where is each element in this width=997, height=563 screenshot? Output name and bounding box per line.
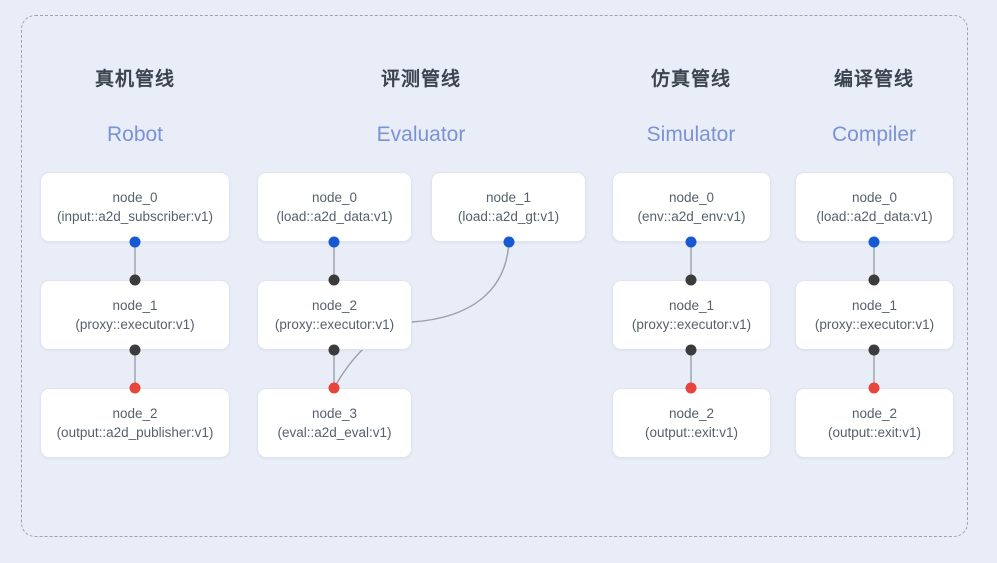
column-title-cn-compiler: 编译管线 bbox=[833, 69, 914, 90]
port-dot-comp-2-in[interactable] bbox=[868, 382, 880, 394]
node-type-label: (load::a2d_gt:v1) bbox=[457, 209, 560, 224]
node-type-label: (eval::a2d_eval:v1) bbox=[277, 425, 392, 440]
node-type-label: (proxy::executor:v1) bbox=[75, 317, 195, 332]
node-type-label: (proxy::executor:v1) bbox=[274, 317, 395, 332]
node-box-evaluator-node_2[interactable]: node_2(proxy::executor:v1) bbox=[257, 280, 412, 350]
port-dot-eval-0-out[interactable] bbox=[328, 236, 340, 248]
node-box-evaluator-node_0[interactable]: node_0(load::a2d_data:v1) bbox=[257, 172, 412, 242]
node-type-label: (load::a2d_data:v1) bbox=[276, 209, 393, 224]
node-name-label: node_2 bbox=[668, 406, 715, 421]
node-name-label: node_1 bbox=[112, 298, 158, 313]
port-dot-sim-1-out[interactable] bbox=[685, 344, 697, 356]
node-box-compiler-node_2[interactable]: node_2(output::exit:v1) bbox=[795, 388, 954, 458]
node-type-label: (proxy::executor:v1) bbox=[631, 317, 752, 332]
node-box-compiler-node_0[interactable]: node_0(load::a2d_data:v1) bbox=[795, 172, 954, 242]
column-title-cn-robot: 真机管线 bbox=[94, 69, 175, 90]
node-box-robot-node_2[interactable]: node_2(output::a2d_publisher:v1) bbox=[40, 388, 230, 458]
port-dot-sim-0-out[interactable] bbox=[685, 236, 697, 248]
node-box-robot-node_0[interactable]: node_0(input::a2d_subscriber:v1) bbox=[40, 172, 230, 242]
port-dot-robot-1-out[interactable] bbox=[129, 344, 141, 356]
node-name-label: node_1 bbox=[668, 298, 715, 313]
node-box-simulator-node_0[interactable]: node_0(env::a2d_env:v1) bbox=[612, 172, 771, 242]
node-name-label: node_0 bbox=[851, 190, 898, 205]
port-dot-sim-1-in[interactable] bbox=[685, 274, 697, 286]
column-title-en-evaluator: Evaluator bbox=[376, 123, 466, 146]
node-name-label: node_0 bbox=[112, 190, 158, 205]
node-type-label: (input::a2d_subscriber:v1) bbox=[56, 209, 214, 224]
node-box-robot-node_1[interactable]: node_1(proxy::executor:v1) bbox=[40, 280, 230, 350]
node-name-label: node_2 bbox=[311, 298, 358, 313]
node-type-label: (proxy::executor:v1) bbox=[814, 317, 935, 332]
port-dot-robot-1-in[interactable] bbox=[129, 274, 141, 286]
column-title-en-robot: Robot bbox=[106, 123, 164, 146]
node-type-label: (output::exit:v1) bbox=[827, 425, 922, 440]
port-dot-eval-1-out[interactable] bbox=[503, 236, 515, 248]
node-box-evaluator-node_1[interactable]: node_1(load::a2d_gt:v1) bbox=[431, 172, 586, 242]
node-box-simulator-node_1[interactable]: node_1(proxy::executor:v1) bbox=[612, 280, 771, 350]
port-dot-comp-1-out[interactable] bbox=[868, 344, 880, 356]
node-name-label: node_2 bbox=[851, 406, 898, 421]
node-name-label: node_0 bbox=[668, 190, 715, 205]
node-type-label: (output::a2d_publisher:v1) bbox=[56, 425, 214, 440]
column-title-cn-evaluator: 评测管线 bbox=[380, 69, 461, 90]
node-type-label: (output::exit:v1) bbox=[644, 425, 739, 440]
node-box-simulator-node_2[interactable]: node_2(output::exit:v1) bbox=[612, 388, 771, 458]
column-title-en-compiler: Compiler bbox=[831, 123, 917, 146]
node-name-label: node_1 bbox=[851, 298, 898, 313]
port-dot-comp-1-in[interactable] bbox=[868, 274, 880, 286]
port-dot-robot-2-in[interactable] bbox=[129, 382, 141, 394]
column-title-en-simulator: Simulator bbox=[646, 123, 736, 146]
node-name-label: node_0 bbox=[311, 190, 358, 205]
node-box-evaluator-node_3[interactable]: node_3(eval::a2d_eval:v1) bbox=[257, 388, 412, 458]
node-name-label: node_2 bbox=[112, 406, 158, 421]
node-box-compiler-node_1[interactable]: node_1(proxy::executor:v1) bbox=[795, 280, 954, 350]
pipeline-group-frame bbox=[21, 15, 968, 537]
node-type-label: (env::a2d_env:v1) bbox=[637, 209, 746, 224]
node-type-label: (load::a2d_data:v1) bbox=[816, 209, 933, 224]
port-dot-eval-2-out[interactable] bbox=[328, 344, 340, 356]
port-dot-eval-2-in[interactable] bbox=[328, 274, 340, 286]
column-title-cn-simulator: 仿真管线 bbox=[650, 69, 731, 90]
port-dot-eval-3-in[interactable] bbox=[328, 382, 340, 394]
node-name-label: node_1 bbox=[485, 190, 532, 205]
port-dot-robot-0-out[interactable] bbox=[129, 236, 141, 248]
port-dot-sim-2-in[interactable] bbox=[685, 382, 697, 394]
port-dot-comp-0-out[interactable] bbox=[868, 236, 880, 248]
node-name-label: node_3 bbox=[311, 406, 358, 421]
